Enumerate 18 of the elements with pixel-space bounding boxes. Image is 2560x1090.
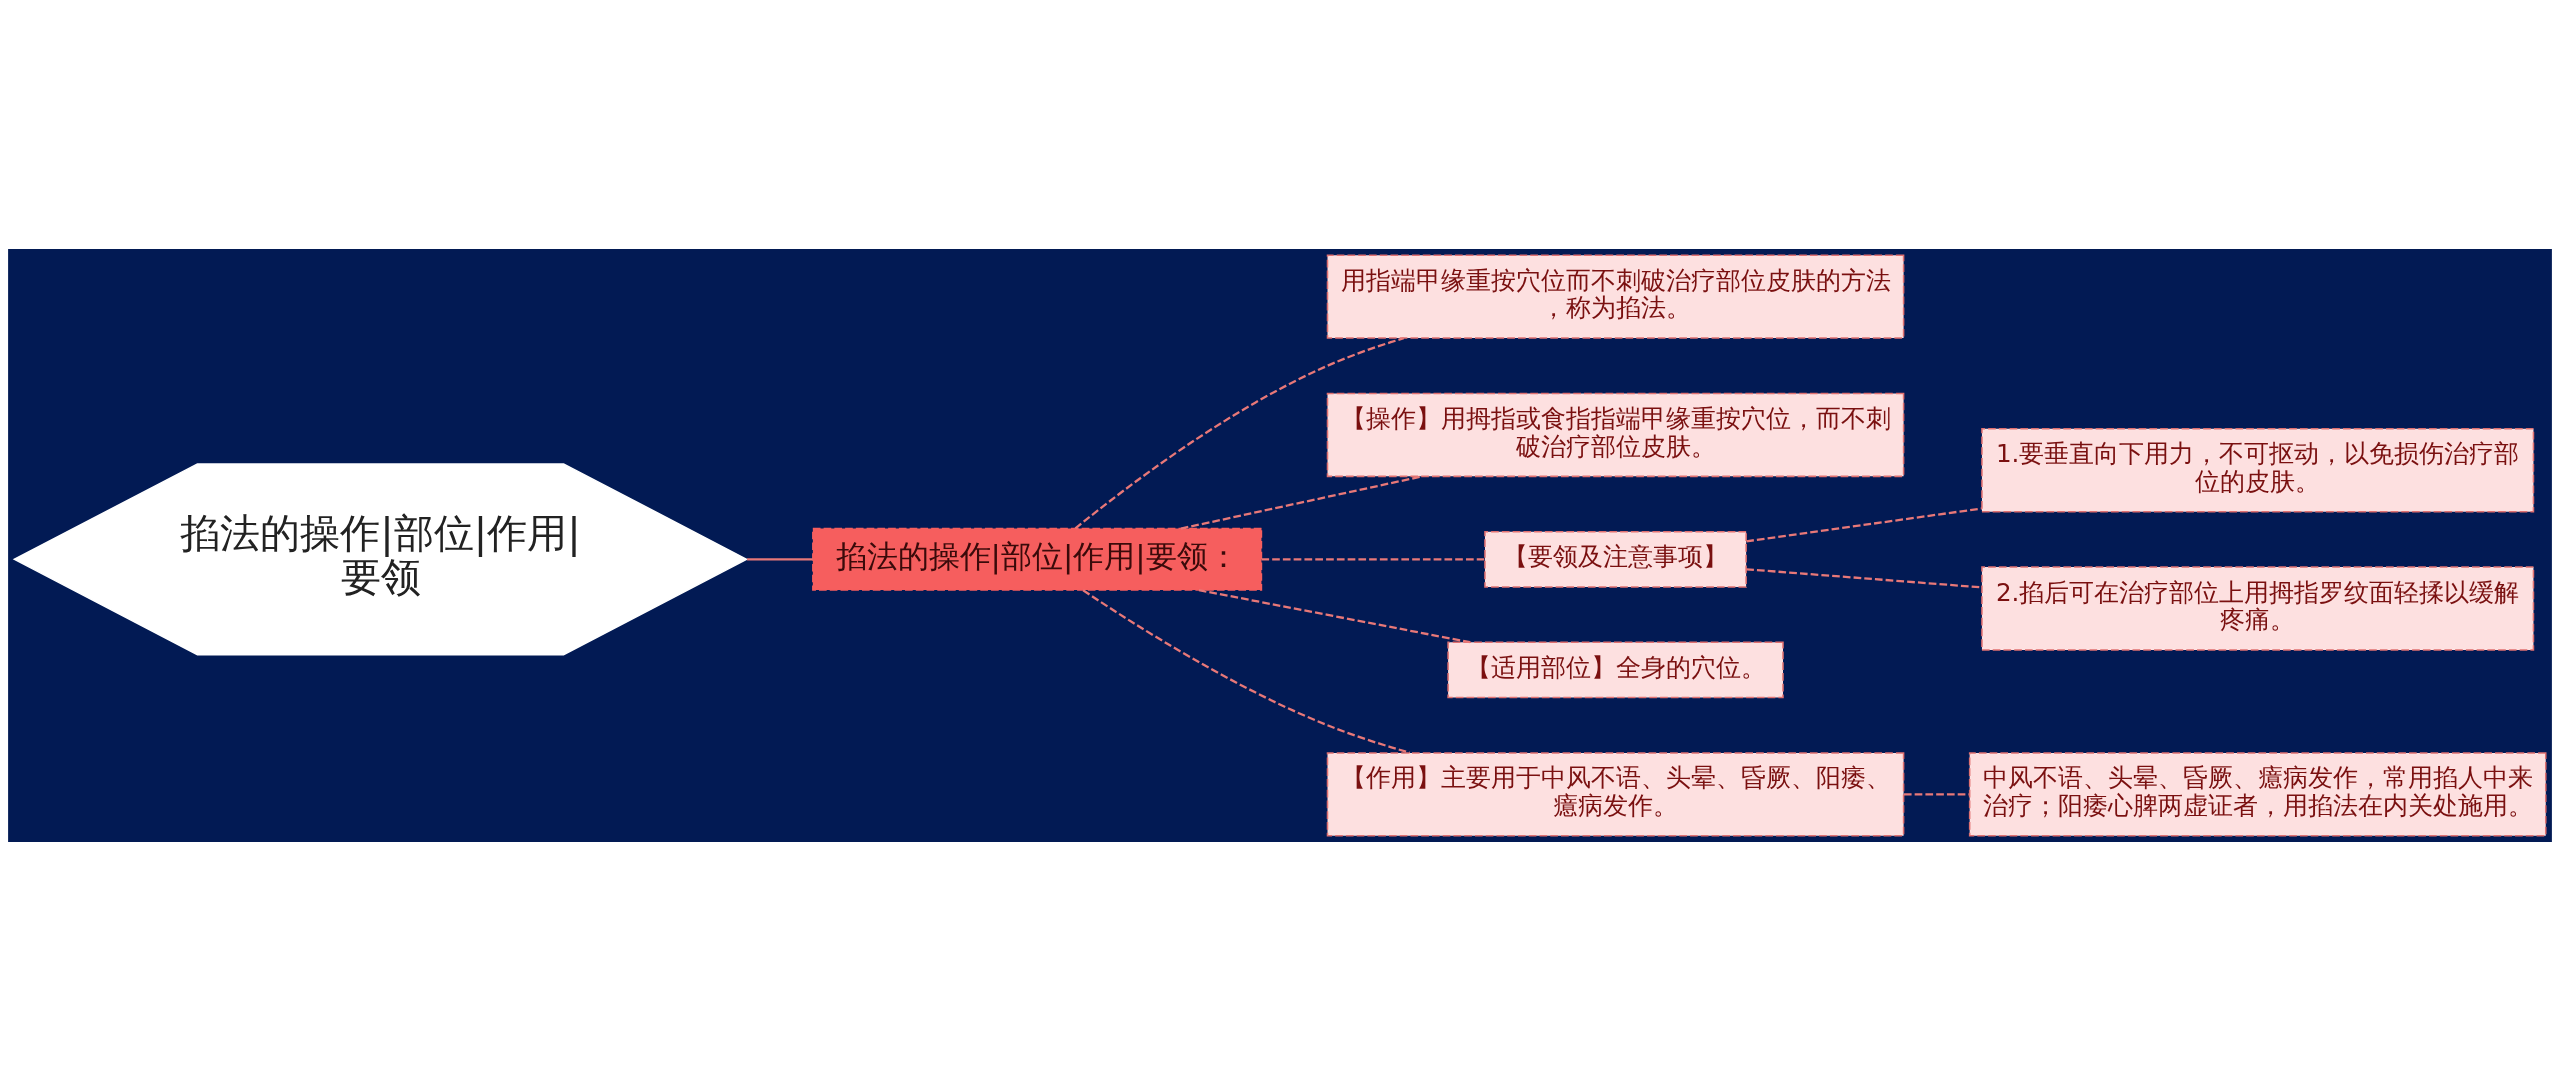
connector xyxy=(1180,474,1423,530)
node-box: 掐法的操作|部位|作用|要领： xyxy=(812,527,1263,591)
connector xyxy=(1198,588,1471,643)
node-box: 【操作】用拇指或食指指端甲缘重按穴位，而不刺破治疗部位皮肤。 xyxy=(1326,392,1905,477)
connector xyxy=(1746,567,1982,589)
node-box: 用指端甲缘重按穴位而不刺破治疗部位皮肤的方法，称为掐法。 xyxy=(1326,253,1905,339)
connector xyxy=(1903,792,1970,796)
connector xyxy=(1261,557,1485,560)
connector xyxy=(1082,588,1411,754)
connector xyxy=(1074,336,1405,529)
node-box: 【适用部位】全身的穴位。 xyxy=(1447,641,1784,698)
connector xyxy=(747,557,813,560)
node-box: 2.掐后可在治疗部位上用拇指罗纹面轻揉以缓解疼痛。 xyxy=(1981,565,2535,651)
connector xyxy=(1746,506,1983,542)
node-box: 中风不语、头晕、昏厥、癔病发作，常用掐人中来治疗；阳痿心脾两虚证者，用掐法在内关处施用。 xyxy=(1968,751,2547,837)
node-box: 【要领及注意事项】 xyxy=(1484,530,1747,588)
node-box: 1.要垂直向下用力，不可抠动，以免损伤治疗部位的皮肤。 xyxy=(1981,427,2535,512)
node-box: 【作用】主要用于中风不语、头晕、昏厥、阳痿、癔病发作。 xyxy=(1326,751,1905,837)
